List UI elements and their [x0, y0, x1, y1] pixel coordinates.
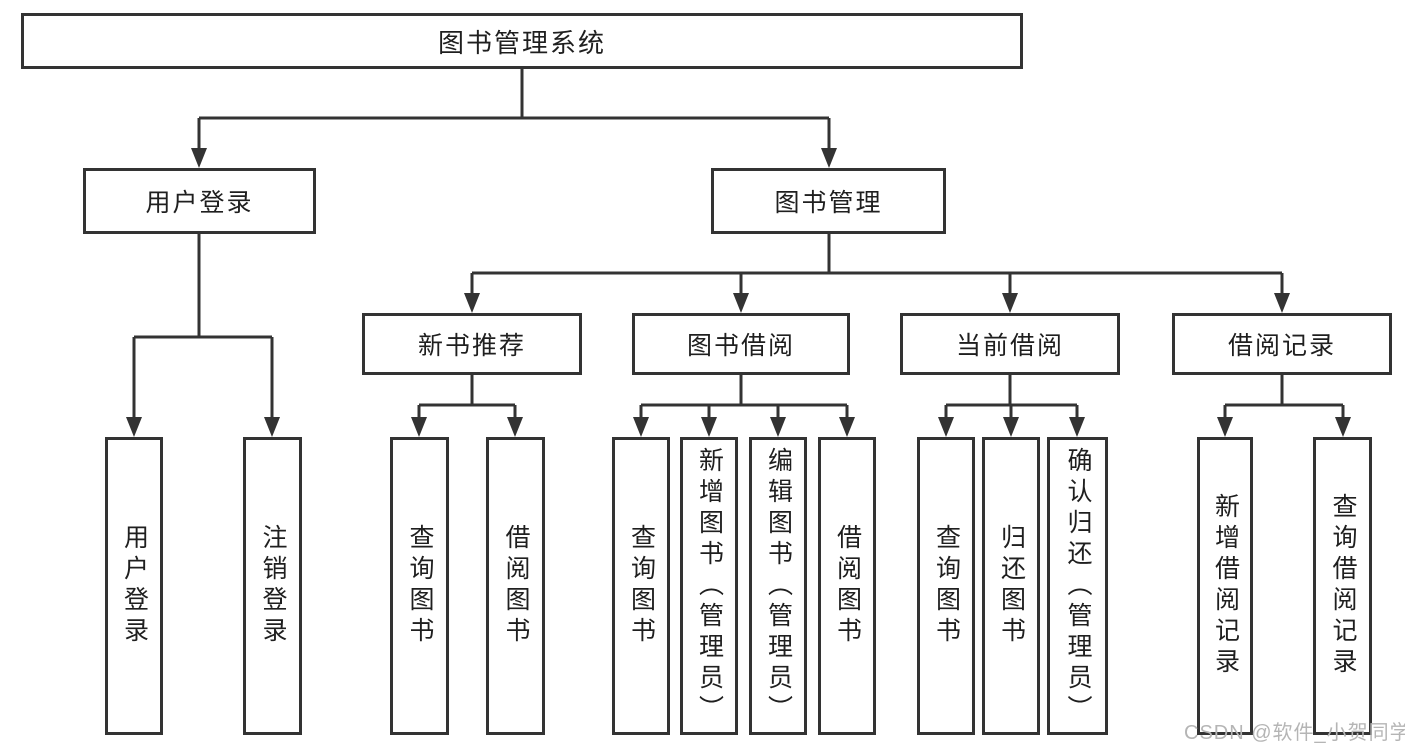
node-label: 查询图书	[627, 524, 656, 648]
node-label: 图书管理系统	[437, 27, 606, 58]
node-label: 注销登录	[259, 524, 287, 648]
leaf-borrow-books-recommend: 借阅图书	[486, 437, 545, 735]
node-label: 查询借阅记录	[1329, 493, 1357, 679]
leaf-return-books: 归还图书	[982, 437, 1040, 735]
leaf-logout: 注销登录	[243, 437, 302, 735]
node-label: 用户登录	[145, 189, 254, 217]
leaf-query-books-recommend: 查询图书	[390, 437, 449, 735]
node-label: 编辑图书（管理员）	[764, 446, 793, 726]
node-label: 图书借阅	[686, 332, 795, 360]
node-label: 当前借阅	[955, 332, 1064, 360]
node-label: 新增图书（管理员）	[695, 446, 724, 726]
node-new-book-recommendation: 新书推荐	[362, 313, 582, 375]
leaf-user-login: 用户登录	[105, 437, 163, 735]
node-label: 确认归还（管理员）	[1064, 446, 1092, 726]
node-label: 查询图书	[406, 524, 434, 648]
node-label: 借阅图书	[833, 524, 862, 648]
leaf-add-books-admin: 新增图书（管理员）	[680, 437, 738, 735]
leaf-borrow-books: 借阅图书	[818, 437, 876, 735]
node-borrowing-records: 借阅记录	[1172, 313, 1392, 375]
node-book-management-branch: 图书管理	[711, 168, 946, 234]
node-label: 归还图书	[997, 524, 1026, 648]
leaf-query-books-borrow: 查询图书	[612, 437, 670, 735]
node-library-management-system: 图书管理系统	[21, 13, 1023, 69]
leaf-query-books-current: 查询图书	[917, 437, 975, 735]
node-label: 新书推荐	[417, 332, 526, 360]
node-user-login-branch: 用户登录	[83, 168, 316, 234]
node-label: 借阅图书	[502, 524, 530, 648]
node-label: 借阅记录	[1227, 332, 1336, 360]
node-label: 用户登录	[120, 524, 149, 648]
node-current-borrowing: 当前借阅	[900, 313, 1120, 375]
leaf-add-borrow-record: 新增借阅记录	[1197, 437, 1253, 735]
node-label: 图书管理	[774, 189, 883, 217]
node-label: 新增借阅记录	[1211, 493, 1240, 679]
node-book-borrowing: 图书借阅	[632, 313, 850, 375]
node-label: 查询图书	[932, 524, 961, 648]
leaf-query-borrow-record: 查询借阅记录	[1313, 437, 1372, 735]
leaf-edit-books-admin: 编辑图书（管理员）	[749, 437, 807, 735]
leaf-confirm-return-admin: 确认归还（管理员）	[1047, 437, 1108, 735]
csdn-watermark: CSDN @软件_小贺同学	[1184, 722, 1405, 744]
